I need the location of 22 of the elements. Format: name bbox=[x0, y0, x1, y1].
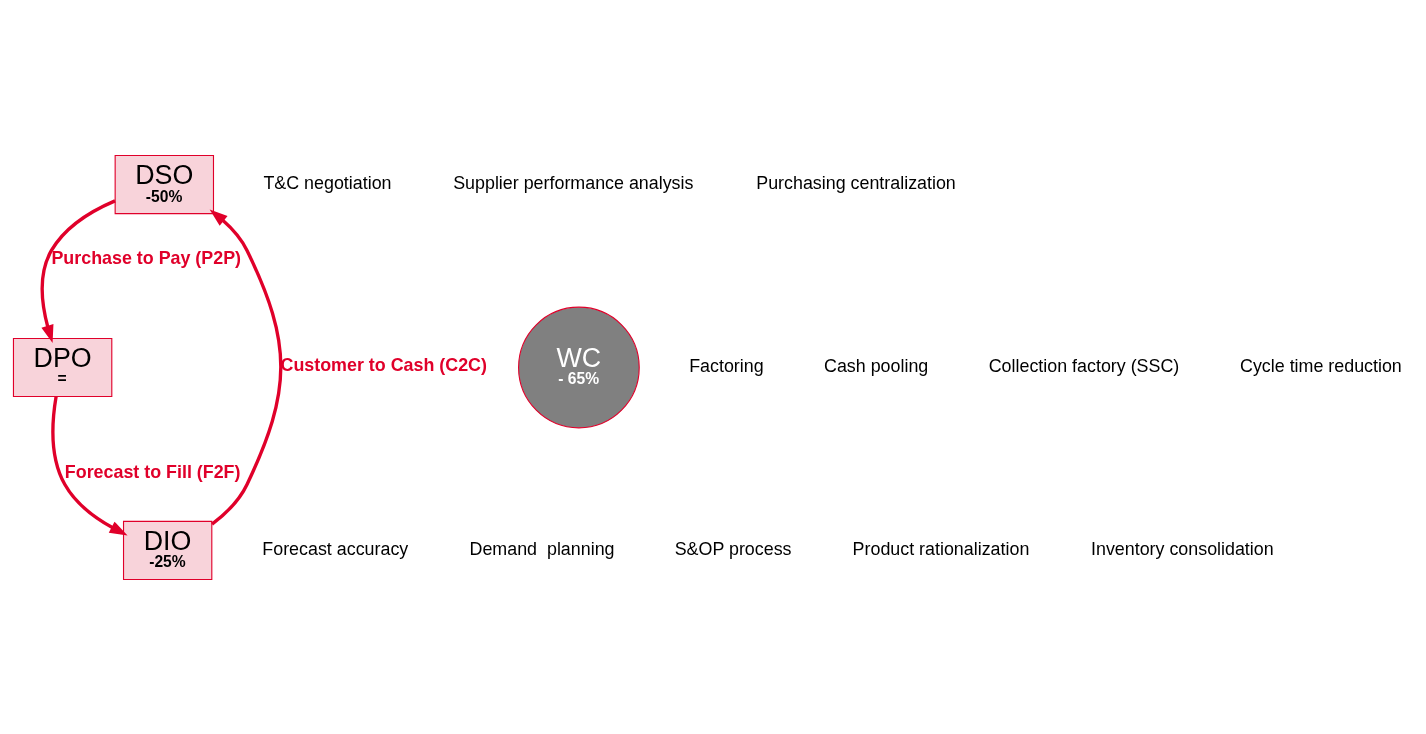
label: Supplier performance analysis bbox=[453, 172, 694, 193]
arrow bbox=[40, 198, 116, 343]
label: T&C negotiation bbox=[263, 172, 392, 193]
label: Product rationalization bbox=[852, 538, 1030, 559]
label: Cycle time reduction bbox=[1240, 355, 1402, 376]
label: Forecast accuracy bbox=[262, 538, 409, 559]
label: Cash pooling bbox=[824, 355, 929, 376]
edge-label: Purchase to Pay (P2P) bbox=[51, 247, 242, 268]
label: Collection factory (SSC) bbox=[988, 355, 1180, 376]
label: S&OP process bbox=[674, 538, 792, 559]
edge-label: Customer to Cash (C2C) bbox=[280, 354, 487, 375]
node-box: DPO = bbox=[12, 337, 113, 397]
arrow bbox=[51, 396, 128, 535]
arrow bbox=[209, 209, 283, 525]
node-box: DIO -25% bbox=[122, 520, 213, 580]
label: Purchasing centralization bbox=[756, 172, 956, 193]
edge-label: Forecast to Fill (F2F) bbox=[64, 461, 241, 482]
label: Inventory consolidation bbox=[1091, 538, 1274, 559]
node-circle: WC - 65% bbox=[518, 306, 640, 428]
label: Demand planning bbox=[469, 538, 615, 559]
label: Factoring bbox=[689, 355, 764, 376]
node-box: DSO -50% bbox=[114, 154, 215, 214]
